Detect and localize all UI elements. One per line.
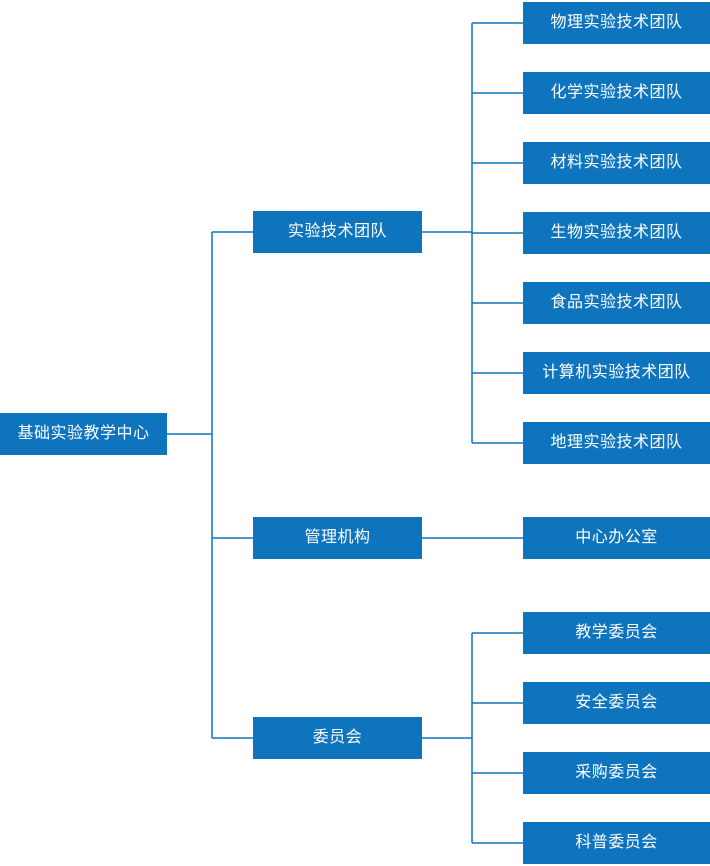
node-leaf-procurement-committee: 采购委员会 [523,752,710,794]
node-leaf-computer-team: 计算机实验技术团队 [523,352,710,394]
node-leaf-chemistry-team: 化学实验技术团队 [523,72,710,114]
node-leaf-geography-team: 地理实验技术团队 [523,422,710,464]
node-leaf-food-team: 食品实验技术团队 [523,282,710,324]
node-leaf-biology-team: 生物实验技术团队 [523,212,710,254]
node-leaf-safety-committee: 安全委员会 [523,682,710,724]
node-leaf-teaching-committee: 教学委员会 [523,612,710,654]
node-branch-tech-teams: 实验技术团队 [253,211,422,253]
node-leaf-center-office: 中心办公室 [523,517,710,559]
node-leaf-materials-team: 材料实验技术团队 [523,142,710,184]
node-branch-management: 管理机构 [253,517,422,559]
node-leaf-science-popularization-committee: 科普委员会 [523,822,710,864]
node-branch-committees: 委员会 [253,717,422,759]
node-root-center: 基础实验教学中心 [0,413,167,455]
node-leaf-physics-team: 物理实验技术团队 [523,2,710,44]
